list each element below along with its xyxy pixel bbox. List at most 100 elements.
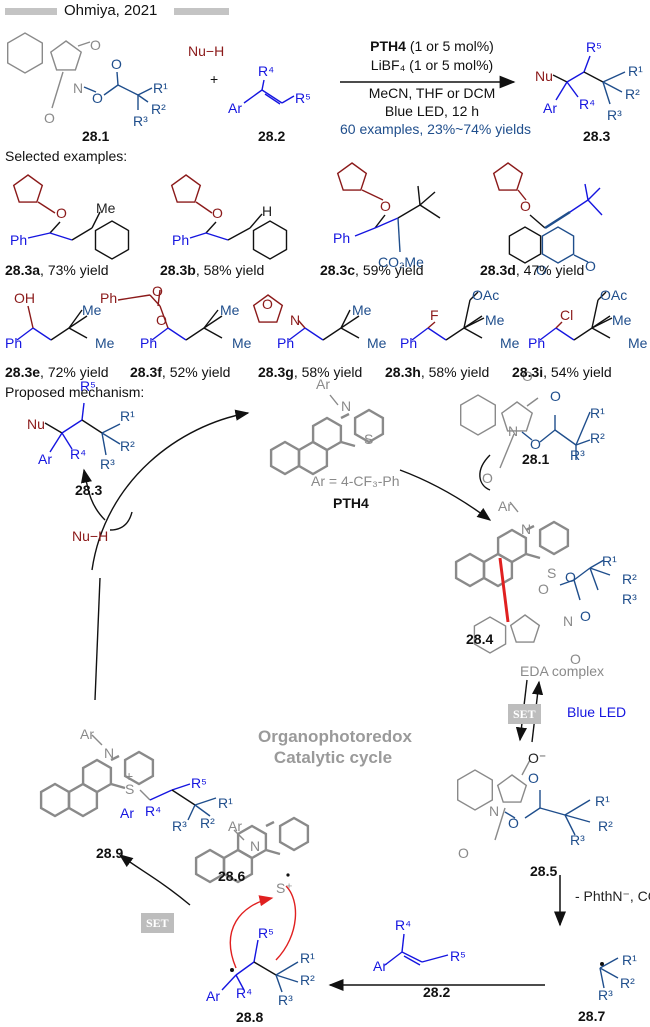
benzene-ring [6, 32, 43, 74]
bond [275, 974, 299, 983]
atom-r4: R⁴ [145, 803, 162, 819]
bond [587, 199, 603, 216]
bond [544, 210, 571, 230]
bond [203, 309, 219, 329]
bond [521, 431, 533, 441]
compound-label-28-2: 28.2 [258, 128, 286, 144]
benzene-ring [39, 782, 71, 818]
bond [589, 567, 611, 576]
bond [427, 327, 447, 341]
atom-r4: R⁴ [236, 985, 253, 1001]
atom-r4: R⁴ [70, 446, 87, 462]
atom-r3: R³ [172, 818, 187, 834]
atom-r5: R⁵ [586, 39, 602, 55]
nucleophile: Nu−H [72, 528, 109, 544]
benzene-ring [454, 552, 486, 588]
bond [253, 939, 259, 963]
header-bar-right [174, 8, 229, 15]
bond [171, 783, 191, 791]
atom-ar: Ar [543, 100, 557, 116]
example-id: 28.3d [480, 262, 516, 278]
nu-h-arrow [109, 511, 133, 531]
bond [16, 327, 34, 341]
bond [50, 327, 70, 341]
bond [261, 79, 265, 91]
bond [68, 315, 88, 329]
bond [61, 419, 83, 434]
atom: Me [232, 335, 252, 351]
atom-r1: R¹ [622, 952, 637, 968]
atom-r3: R³ [570, 832, 585, 848]
bond [37, 201, 56, 214]
bond [203, 327, 223, 339]
bond [157, 289, 161, 307]
bond [249, 213, 263, 229]
atom: O [380, 198, 391, 214]
bond [304, 327, 324, 341]
benzene-ring [473, 616, 507, 654]
atom-s-plus: S⁺ [276, 880, 293, 896]
bond [504, 811, 516, 819]
bond [205, 232, 229, 241]
atom-r5: R⁵ [450, 948, 466, 964]
header-bar-left [5, 8, 57, 15]
bond [559, 579, 575, 586]
bond [101, 432, 121, 445]
bond [583, 55, 591, 73]
atom-r3: R³ [622, 591, 637, 607]
five-membered-ring [170, 174, 202, 203]
bond [587, 187, 601, 201]
bond [171, 789, 196, 806]
atom-n: N [341, 398, 352, 414]
benzene-ring [252, 220, 288, 260]
benzene-ring [496, 528, 528, 564]
atom-ar: Ar [498, 498, 512, 514]
atom-ar: Ar [120, 805, 134, 821]
bond [361, 189, 384, 201]
bond [253, 961, 277, 976]
bond [68, 309, 83, 329]
bond [499, 433, 515, 469]
atom-s: S [364, 431, 374, 447]
atom: Ph [277, 335, 295, 351]
bond [529, 214, 546, 229]
atom: O [152, 283, 163, 299]
bond [235, 974, 245, 991]
bond [564, 814, 591, 823]
atom: O [536, 262, 547, 278]
atom-r5: R⁵ [258, 925, 274, 941]
eda-interaction-bond [498, 557, 510, 623]
benzene-ring [269, 440, 301, 476]
atom: O [520, 198, 531, 214]
bond [573, 254, 589, 263]
catalyst-name: PTH4 [370, 38, 406, 54]
atom: Me [612, 312, 632, 328]
atom-r3: R³ [278, 992, 293, 1008]
example-yield: , 58% yield [420, 364, 490, 380]
example-caption: 28.3d, 47% yield [480, 262, 584, 278]
compound-label-28-3: 28.3 [583, 128, 611, 144]
example-caption: 28.3a, 73% yield [5, 262, 109, 278]
bond [203, 315, 223, 329]
atom-r3: R³ [133, 113, 148, 129]
atom: Me [352, 302, 372, 318]
compound-label-28-8: 28.8 [236, 1009, 264, 1025]
bond [49, 221, 61, 234]
bond [110, 754, 120, 762]
bond [117, 294, 151, 301]
atom-n: N [73, 80, 84, 96]
bond [494, 807, 506, 841]
compound-label-28-1: 28.1 [82, 128, 110, 144]
atom-o: O [522, 368, 533, 384]
bond [564, 814, 576, 836]
atom-o: O [570, 651, 581, 667]
condition-scope: 60 examples, 23%~74% yields [340, 121, 532, 137]
bond [265, 848, 281, 856]
bond [227, 227, 251, 241]
bond [68, 327, 88, 339]
atom: N [290, 312, 301, 328]
atom: Ph [528, 335, 546, 351]
bond [137, 94, 149, 103]
atom: Me [367, 335, 387, 351]
